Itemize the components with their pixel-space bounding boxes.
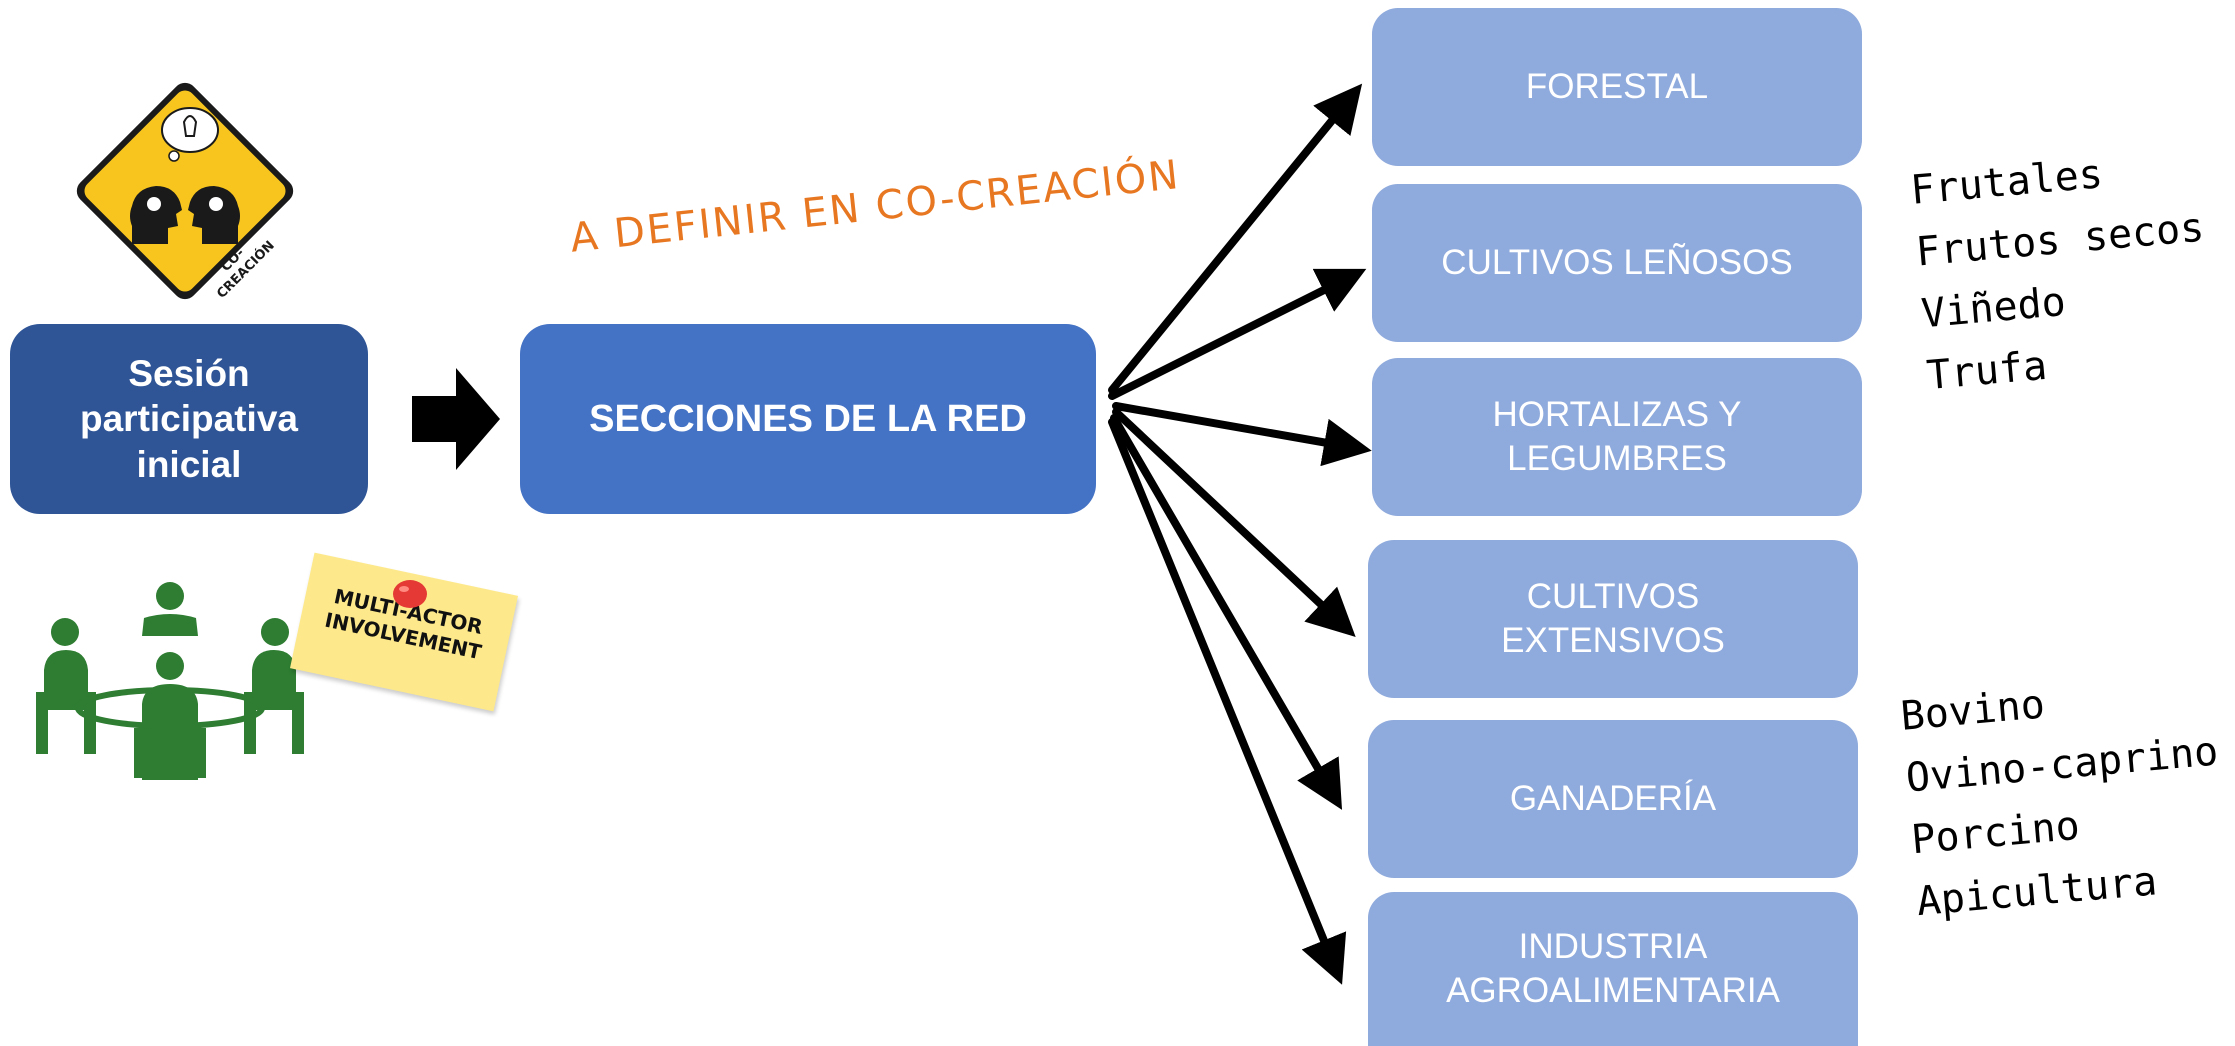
network-sections-box: SECCIONES DE LA RED [520, 324, 1096, 514]
section-hortalizas-legumbres: HORTALIZAS Y LEGUMBRES [1372, 358, 1862, 516]
pushpin-icon [393, 580, 427, 608]
co-creation-sign-icon: CO- CREACIÓN [76, 82, 294, 302]
block-arrow-icon [412, 368, 500, 470]
meeting-people-icon [36, 582, 304, 780]
section-industria-agroalimentaria: INDUSTRIA AGROALIMENTARIA [1368, 892, 1858, 1046]
initial-session-box: Sesión participativa inicial [10, 324, 368, 514]
arrow-to-extensivos [1112, 408, 1356, 637]
arrow-to-ganaderia [1110, 414, 1343, 810]
livestock-list: Bovino Ovino-caprino Porcino Apicultura [1898, 659, 2232, 933]
section-forestal: FORESTAL [1372, 8, 1862, 166]
section-ganaderia: GANADERÍA [1368, 720, 1858, 878]
arrow-to-hortalizas [1112, 402, 1372, 467]
arrow-to-industria [1108, 418, 1347, 985]
arrow-to-forestal [1108, 83, 1363, 394]
section-cultivos-extensivos: CULTIVOS EXTENSIVOS [1368, 540, 1858, 698]
section-cultivos-lenosos: CULTIVOS LEÑOSOS [1372, 184, 1862, 342]
woody-crops-list: Frutales Frutos secos Viñedo Trufa [1908, 135, 2217, 407]
arrow-to-cultivos-lenosos [1108, 268, 1367, 400]
